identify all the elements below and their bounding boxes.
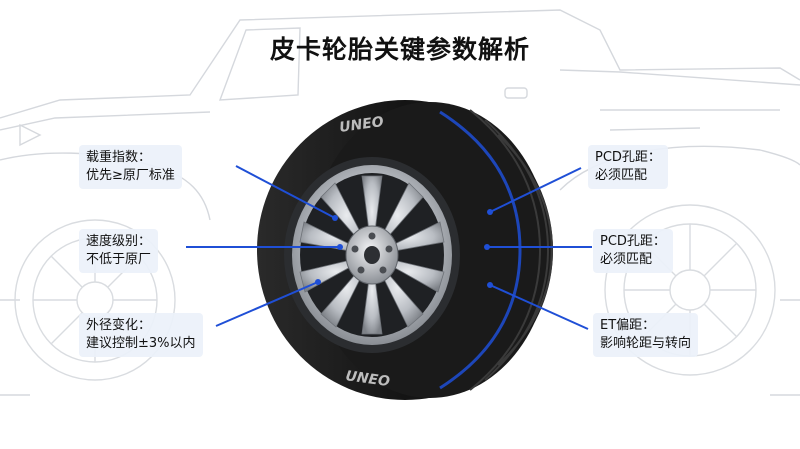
callout-speed-rating-value: 不低于原厂: [86, 252, 152, 267]
callout-pcd-mid-label: PCD孔距：: [600, 234, 666, 249]
tire-highlight-arc: [439, 110, 522, 390]
callout-speed-rating-label: 速度级别：: [86, 234, 152, 249]
sidewall-text-top: UNEO: [338, 114, 384, 136]
callout-outer-diameter-value: 建议控制±3%以内: [86, 336, 196, 351]
sidewall-text-bottom: UNEO: [344, 368, 390, 390]
leader-dots: [315, 209, 493, 288]
leader-lines: [186, 165, 592, 330]
callout-pcd-top: PCD孔距： 必须匹配: [588, 145, 668, 189]
leader-line-et-offset: [489, 284, 589, 330]
leader-line-pcd-top: [489, 167, 582, 213]
callout-speed-rating: 速度级别： 不低于原厂: [79, 229, 159, 273]
lug-nuts: [351, 232, 393, 274]
callout-pcd-mid-value: 必须匹配: [600, 252, 653, 267]
callout-et-offset: ET偏距： 影响轮距与转向: [593, 313, 699, 357]
callout-pcd-mid: PCD孔距： 必须匹配: [593, 229, 673, 273]
callout-pcd-top-label: PCD孔距：: [595, 150, 661, 165]
callout-et-offset-value: 影响轮距与转向: [600, 336, 692, 351]
callout-load-index-label: 载重指数：: [86, 150, 152, 165]
callout-load-index-value: 优先≥原厂标准: [86, 168, 175, 183]
leader-line-load-index: [235, 165, 336, 219]
pickup-truck-outline: [0, 9, 800, 396]
page-title: 皮卡轮胎关键参数解析: [269, 35, 530, 64]
callout-outer-diameter-label: 外径变化：: [86, 318, 152, 333]
callout-outer-diameter: 外径变化： 建议控制±3%以内: [79, 313, 203, 357]
callout-pcd-top-value: 必须匹配: [595, 168, 648, 183]
callout-load-index: 载重指数： 优先≥原厂标准: [79, 145, 182, 189]
alloy-rim: [284, 157, 460, 353]
leader-line-outer-diameter: [215, 281, 319, 327]
callout-et-offset-label: ET偏距：: [600, 318, 656, 333]
